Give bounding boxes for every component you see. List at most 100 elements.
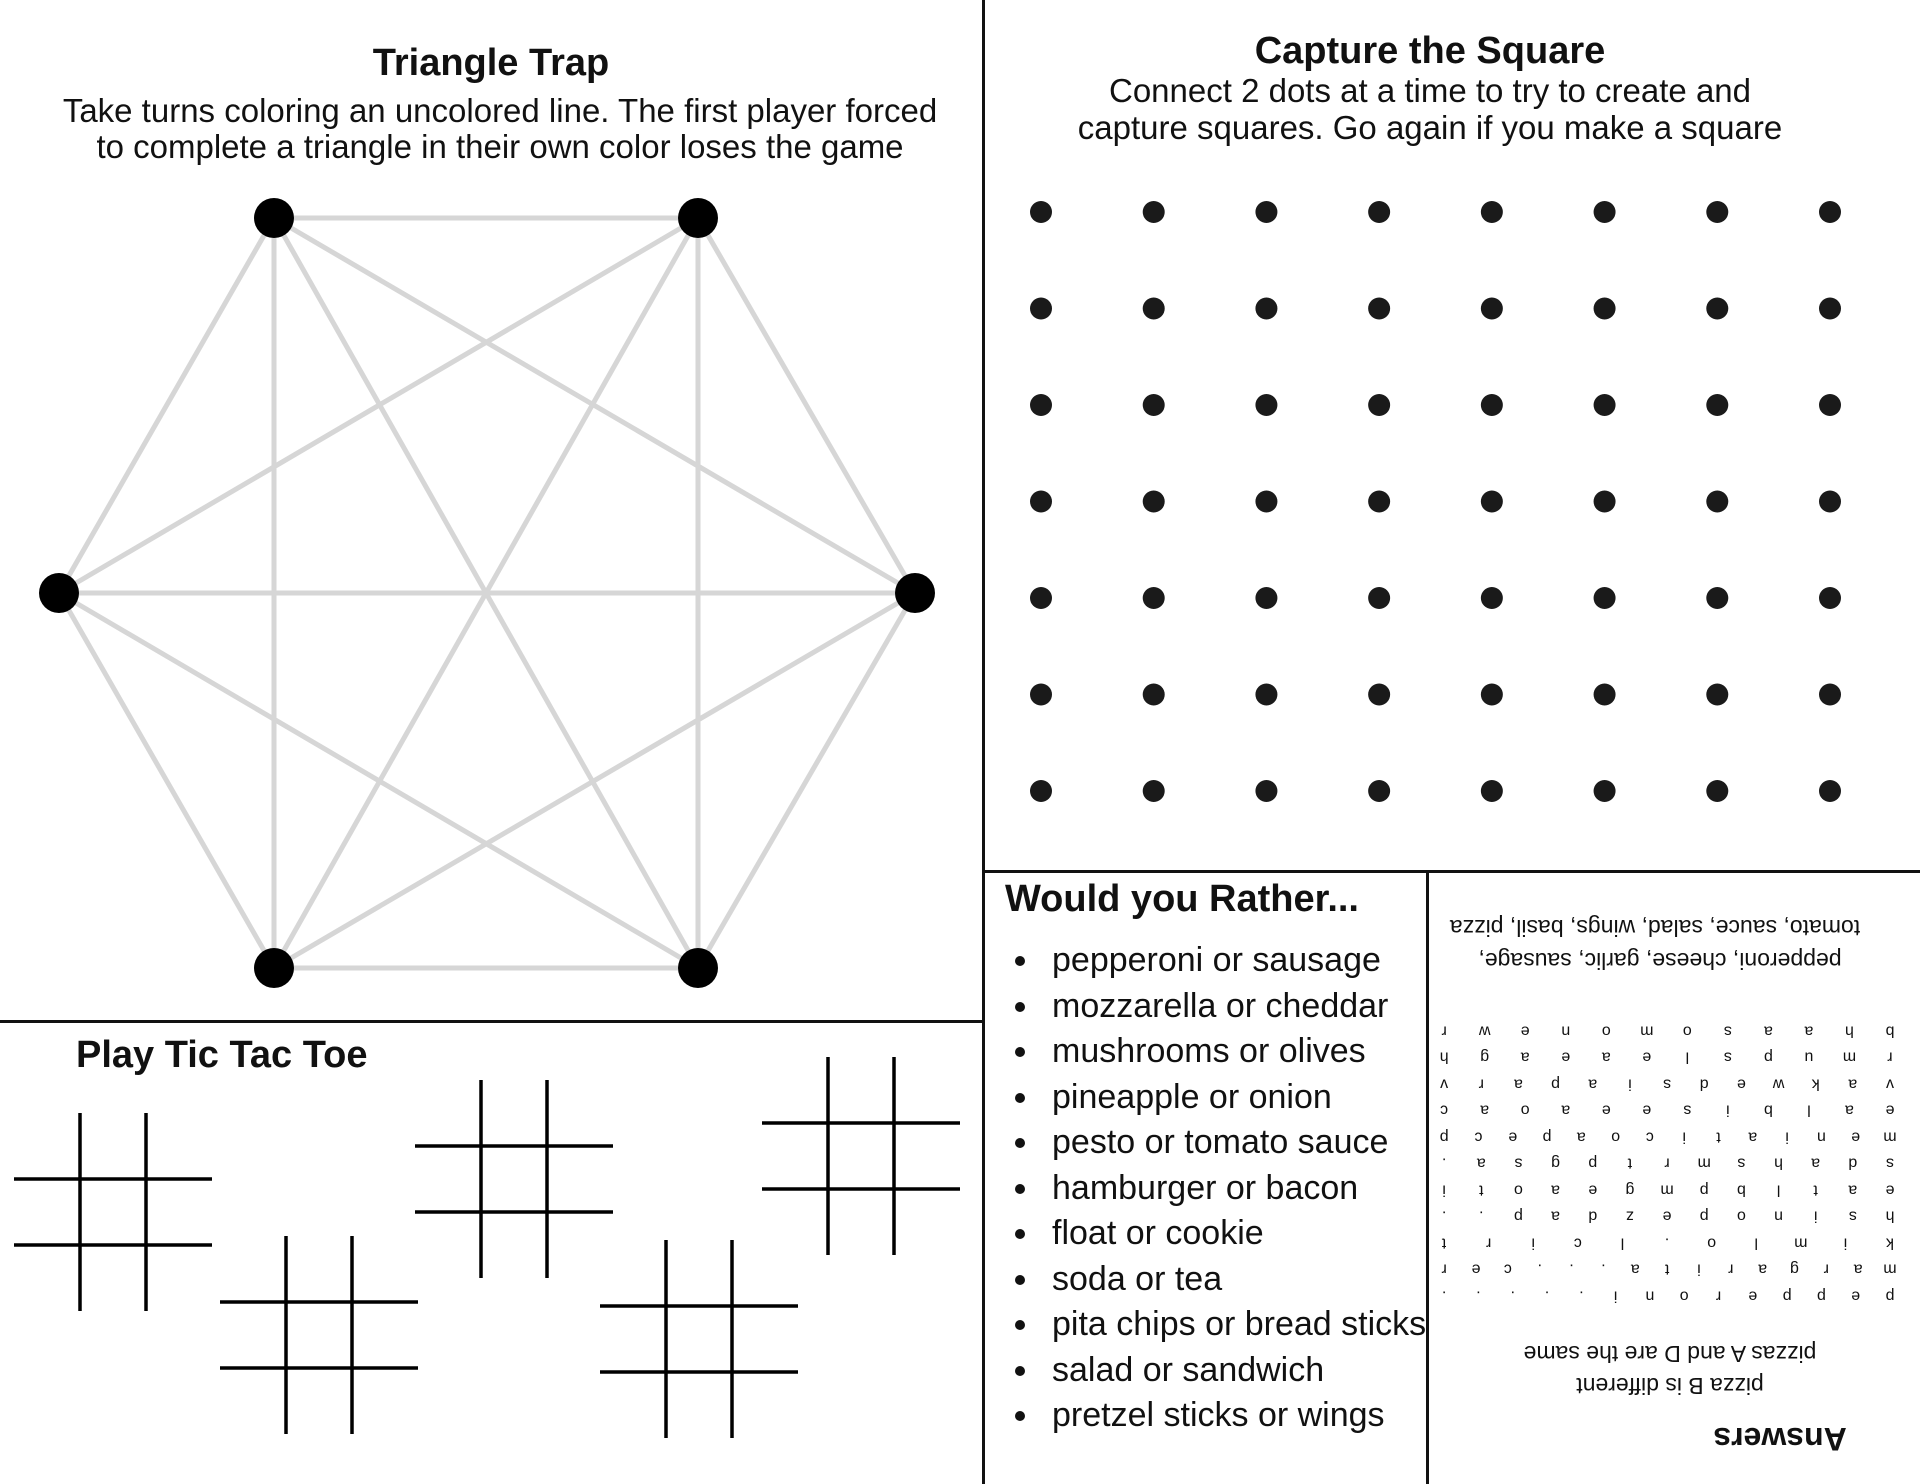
grid-dot[interactable] bbox=[1255, 201, 1278, 223]
triangle-trap-dot bbox=[895, 573, 935, 613]
grid-dot[interactable] bbox=[1706, 297, 1729, 320]
triangle-trap-line[interactable] bbox=[695, 591, 918, 970]
triangle-trap-dot bbox=[39, 573, 79, 613]
grid-dot[interactable] bbox=[1368, 780, 1391, 802]
grid-dot[interactable] bbox=[1819, 201, 1841, 223]
grid-dot[interactable] bbox=[1819, 297, 1841, 320]
would-you-rather-item: hamburger or bacon bbox=[1042, 1166, 1426, 1212]
grid-dot[interactable] bbox=[1030, 587, 1052, 609]
grid-dot[interactable] bbox=[1142, 587, 1165, 609]
grid-dot[interactable] bbox=[1819, 394, 1841, 416]
would-you-rather-item: mushrooms or olives bbox=[1042, 1029, 1426, 1075]
grid-dot[interactable] bbox=[1706, 683, 1729, 706]
grid-dot[interactable] bbox=[1142, 490, 1165, 513]
grid-dot[interactable] bbox=[1706, 780, 1729, 802]
triangle-trap-dot bbox=[678, 948, 718, 988]
grid-dot[interactable] bbox=[1255, 297, 1278, 320]
grid-dot[interactable] bbox=[1368, 587, 1391, 609]
would-you-rather-item: pepperoni or sausage bbox=[1042, 938, 1426, 984]
grid-dot[interactable] bbox=[1706, 201, 1729, 223]
tic-tac-toe-boards[interactable] bbox=[0, 0, 982, 1484]
grid-dot[interactable] bbox=[1030, 490, 1052, 513]
grid-dot[interactable] bbox=[1480, 394, 1503, 416]
grid-dot[interactable] bbox=[1706, 587, 1729, 609]
horizontal-divider-left bbox=[0, 1020, 982, 1023]
grid-dot[interactable] bbox=[1706, 394, 1729, 416]
tic-tac-toe-title: Play Tic Tac Toe bbox=[76, 1034, 368, 1076]
grid-dot[interactable] bbox=[1593, 587, 1616, 609]
grid-dot[interactable] bbox=[1480, 587, 1503, 609]
grid-dot[interactable] bbox=[1819, 587, 1841, 609]
grid-dot[interactable] bbox=[1593, 394, 1616, 416]
grid-dot[interactable] bbox=[1030, 683, 1052, 706]
triangle-trap-line[interactable] bbox=[272, 590, 917, 971]
grid-dot[interactable] bbox=[1368, 201, 1391, 223]
would-you-rather-list: pepperoni or sausagemozzarella or chedda… bbox=[1008, 938, 1426, 1439]
answers-words-line-2: tomato, sauce, salad, wings, basil, pizz… bbox=[1449, 915, 1861, 941]
grid-dot[interactable] bbox=[1142, 683, 1165, 706]
horizontal-divider-right bbox=[985, 870, 1920, 873]
grid-dot[interactable] bbox=[1255, 780, 1278, 802]
grid-dot[interactable] bbox=[1480, 780, 1503, 802]
tic-tac-toe-board[interactable] bbox=[600, 1240, 798, 1438]
grid-dot[interactable] bbox=[1480, 201, 1503, 223]
tic-tac-toe-board[interactable] bbox=[415, 1080, 613, 1278]
grid-dot[interactable] bbox=[1368, 490, 1391, 513]
grid-dot[interactable] bbox=[1255, 490, 1278, 513]
grid-dot[interactable] bbox=[1255, 394, 1278, 416]
tic-tac-toe-board[interactable] bbox=[220, 1236, 418, 1434]
answers-title: Answers bbox=[1713, 1421, 1847, 1457]
triangle-trap-line[interactable] bbox=[57, 215, 700, 596]
grid-dot[interactable] bbox=[1480, 297, 1503, 320]
would-you-rather-item: float or cookie bbox=[1042, 1211, 1426, 1257]
grid-dot[interactable] bbox=[1142, 201, 1165, 223]
grid-dot[interactable] bbox=[1706, 490, 1729, 513]
grid-dot[interactable] bbox=[1255, 683, 1278, 706]
grid-dot[interactable] bbox=[1368, 394, 1391, 416]
grid-dot[interactable] bbox=[1030, 780, 1052, 802]
capture-square-dot-grid[interactable] bbox=[0, 0, 1920, 870]
would-you-rather-item: mozzarella or cheddar bbox=[1042, 984, 1426, 1030]
grid-dot[interactable] bbox=[1819, 683, 1841, 706]
grid-dot[interactable] bbox=[1255, 587, 1278, 609]
tic-tac-toe-board[interactable] bbox=[14, 1113, 212, 1311]
grid-dot[interactable] bbox=[1368, 297, 1391, 320]
grid-dot[interactable] bbox=[1142, 780, 1165, 802]
grid-dot[interactable] bbox=[1142, 394, 1165, 416]
would-you-rather-item: salad or sandwich bbox=[1042, 1348, 1426, 1394]
grid-dot[interactable] bbox=[1030, 394, 1052, 416]
grid-dot[interactable] bbox=[1480, 490, 1503, 513]
answers-line-pizza-b: pizza B is different bbox=[1576, 1373, 1764, 1399]
grid-dot[interactable] bbox=[1142, 297, 1165, 320]
triangle-trap-line[interactable] bbox=[56, 591, 277, 970]
grid-dot[interactable] bbox=[1593, 297, 1616, 320]
would-you-rather-item: pretzel sticks or wings bbox=[1042, 1393, 1426, 1439]
triangle-trap-dot bbox=[254, 198, 294, 238]
triangle-trap-board[interactable] bbox=[0, 0, 982, 1020]
would-you-rather-item: pineapple or onion bbox=[1042, 1075, 1426, 1121]
grid-dot[interactable] bbox=[1819, 780, 1841, 802]
grid-dot[interactable] bbox=[1480, 683, 1503, 706]
grid-dot[interactable] bbox=[1030, 201, 1052, 223]
grid-dot[interactable] bbox=[1593, 780, 1616, 802]
grid-dot[interactable] bbox=[1030, 297, 1052, 320]
triangle-trap-line[interactable] bbox=[56, 216, 277, 595]
capture-square-instructions-line-1: Connect 2 dots at a time to try to creat… bbox=[1108, 72, 1752, 109]
grid-dot[interactable] bbox=[1593, 490, 1616, 513]
grid-dot[interactable] bbox=[1593, 683, 1616, 706]
tic-tac-toe-board[interactable] bbox=[762, 1057, 960, 1255]
grid-dot[interactable] bbox=[1368, 683, 1391, 706]
grid-dot[interactable] bbox=[1819, 490, 1841, 513]
grid-dot[interactable] bbox=[1593, 201, 1616, 223]
answers-line-pizzas-a-d: pizzas A and D are the same bbox=[1523, 1341, 1817, 1367]
triangle-trap-line[interactable] bbox=[57, 590, 700, 971]
triangle-trap-title: Triangle Trap bbox=[372, 42, 610, 84]
triangle-trap-line[interactable] bbox=[695, 216, 918, 595]
